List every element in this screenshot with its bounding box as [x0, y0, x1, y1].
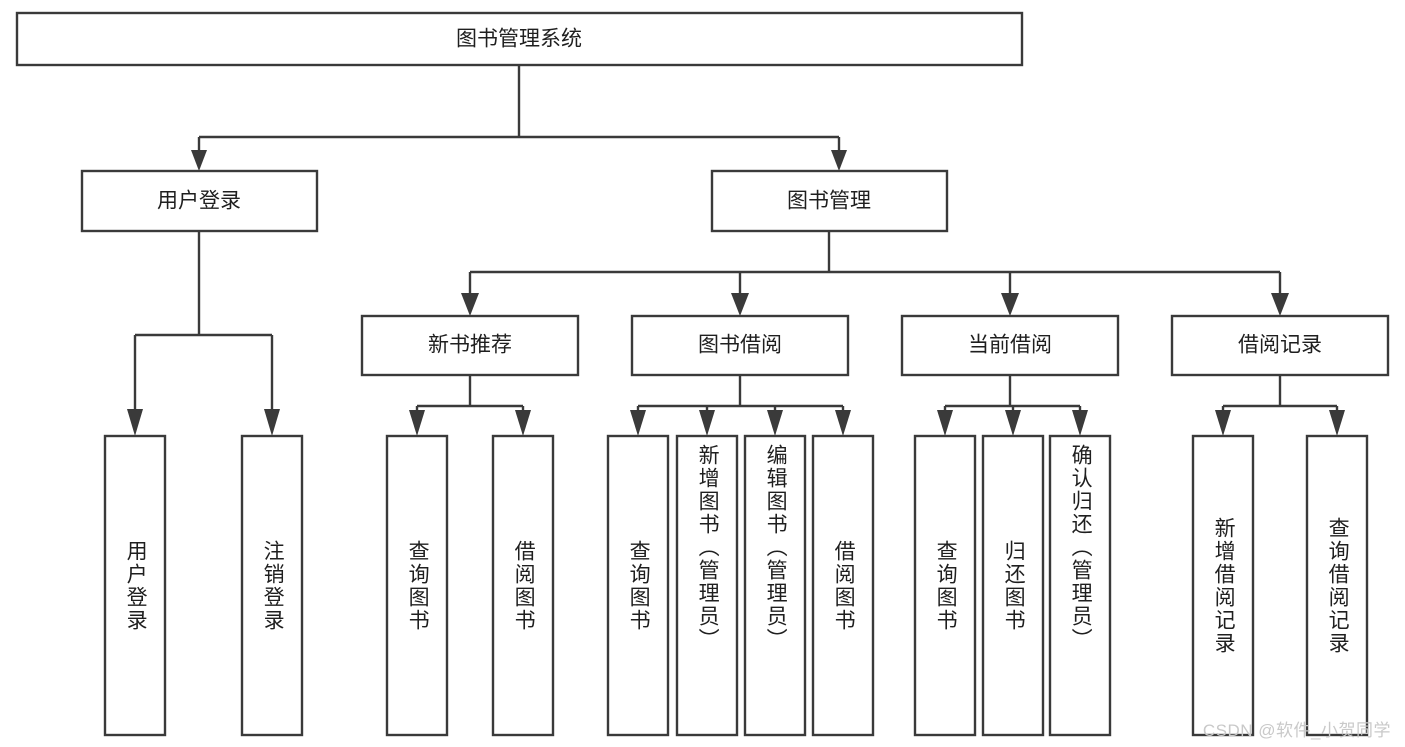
node-book-management-label: 图书管理	[787, 190, 871, 213]
connector-userlogin-to-leaves	[127, 231, 280, 436]
node-book-borrow-label: 图书借阅	[698, 334, 782, 357]
arrow-head-icon	[515, 410, 531, 436]
arrow-head-icon	[264, 409, 280, 436]
arrow-head-icon	[630, 410, 646, 436]
leaf-box-add-book-admin[interactable]	[675, 434, 739, 737]
arrow-head-icon	[191, 150, 207, 171]
node-book-borrow-box[interactable]	[630, 314, 850, 377]
leaf-box-edit-book-admin[interactable]	[743, 434, 807, 737]
node-user-login-box[interactable]	[80, 169, 319, 233]
leaf-box-logout-login[interactable]	[240, 434, 304, 737]
node-root-label: 图书管理系统	[456, 28, 582, 51]
connector-root-to-level2	[191, 65, 847, 171]
connector-bookmgmt-to-level3	[461, 231, 1289, 316]
arrow-head-icon	[1329, 410, 1345, 436]
connector-borrowrecord-to-leaves	[1215, 375, 1345, 436]
node-root[interactable]: 图书管理系统	[15, 11, 1024, 67]
arrow-head-icon	[699, 410, 715, 436]
node-user-login[interactable]: 用户登录	[80, 169, 319, 233]
node-borrow-record-label: 借阅记录	[1238, 334, 1322, 357]
arrow-head-icon	[1072, 410, 1088, 436]
node-root-box[interactable]	[15, 11, 1024, 67]
arrow-head-icon	[1001, 293, 1019, 316]
leaf-box-user-login[interactable]	[103, 434, 167, 737]
leaf-box-return-book[interactable]	[981, 434, 1045, 737]
arrow-head-icon	[937, 410, 953, 436]
leaf-box-query-book-3[interactable]	[913, 434, 977, 737]
node-book-borrow[interactable]: 图书借阅	[630, 314, 850, 377]
leaf-box-query-borrow-record[interactable]	[1305, 434, 1369, 737]
connector-currentborrow-to-leaves	[937, 375, 1088, 436]
node-new-book-recommend-label: 新书推荐	[428, 334, 512, 357]
arrow-head-icon	[409, 410, 425, 436]
node-new-book-recommend[interactable]: 新书推荐	[360, 314, 580, 377]
node-user-login-label: 用户登录	[157, 190, 241, 213]
leaf-box-query-book-2[interactable]	[606, 434, 670, 737]
arrow-head-icon	[767, 410, 783, 436]
connector-bookborrow-to-leaves	[630, 375, 851, 436]
arrow-head-icon	[831, 150, 847, 171]
arrow-head-icon	[127, 409, 143, 436]
node-borrow-record-box[interactable]	[1170, 314, 1390, 377]
node-current-borrow[interactable]: 当前借阅	[900, 314, 1120, 377]
node-current-borrow-label: 当前借阅	[968, 334, 1052, 357]
arrow-head-icon	[1005, 410, 1021, 436]
leaf-box-borrow-book-2[interactable]	[811, 434, 875, 737]
arrow-head-icon	[835, 410, 851, 436]
node-new-book-recommend-box[interactable]	[360, 314, 580, 377]
leaf-box-borrow-book-1[interactable]	[491, 434, 555, 737]
arrow-head-icon	[1215, 410, 1231, 436]
arrow-head-icon	[1271, 293, 1289, 316]
node-book-management[interactable]: 图书管理	[710, 169, 949, 233]
node-current-borrow-box[interactable]	[900, 314, 1120, 377]
csdn-watermark: CSDN @软件_小贺同学	[1202, 721, 1391, 740]
connector-newbook-to-leaves	[409, 375, 531, 436]
node-book-management-box[interactable]	[710, 169, 949, 233]
leaf-box-query-book-1[interactable]	[385, 434, 449, 737]
leaf-box-add-borrow-record[interactable]	[1191, 434, 1255, 737]
node-borrow-record[interactable]: 借阅记录	[1170, 314, 1390, 377]
leaf-box-confirm-return-admin[interactable]	[1048, 434, 1112, 737]
leaf-boxes	[103, 434, 1369, 737]
arrow-head-icon	[461, 293, 479, 316]
arrow-head-icon	[731, 293, 749, 316]
